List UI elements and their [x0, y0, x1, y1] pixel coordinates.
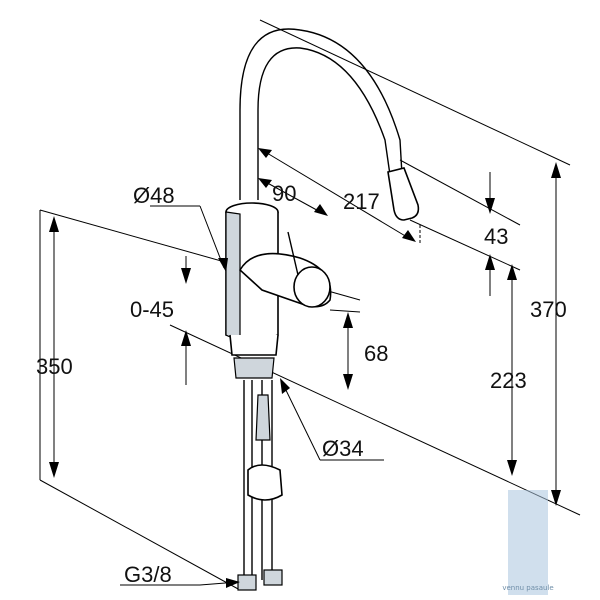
watermark-text: vennu pasaule — [502, 584, 553, 592]
label-connection-thread: G3/8 — [124, 562, 172, 587]
label-body-height: 68 — [364, 341, 388, 366]
label-overall-height: 370 — [530, 297, 567, 322]
label-spout-depth: 217 — [343, 189, 380, 214]
label-base-diameter: Ø34 — [322, 436, 364, 461]
dimension-labels: Ø48 90 217 43 0-45 370 350 68 223 Ø34 G3… — [36, 181, 567, 587]
label-total-length: 350 — [36, 354, 73, 379]
label-spray-height: 43 — [484, 224, 508, 249]
faucet-outline — [225, 28, 421, 591]
label-under-spout-height: 223 — [490, 368, 527, 393]
dimension-arrows — [49, 148, 561, 588]
label-body-diameter: Ø48 — [133, 183, 175, 208]
watermark: vennu pasaule — [502, 490, 554, 595]
label-spout-angle: 90 — [272, 181, 296, 206]
label-swivel-range: 0-45 — [130, 297, 174, 322]
